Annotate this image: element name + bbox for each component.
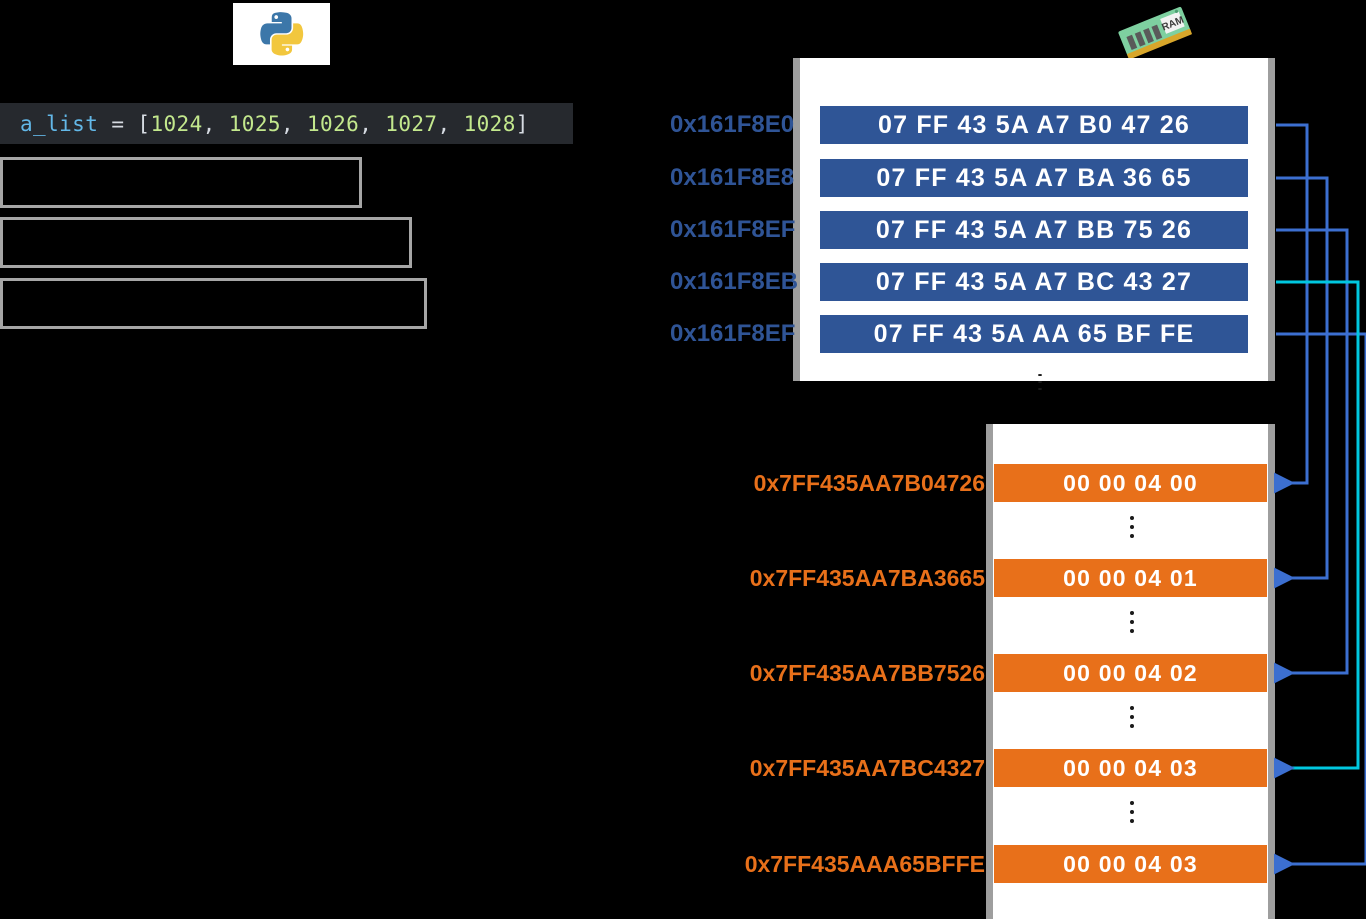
value-block-ellipsis-1 bbox=[1122, 611, 1142, 633]
pointer-address-0: 0x161F8E0 bbox=[670, 111, 795, 138]
connector-0 bbox=[1273, 123, 1309, 494]
value-block-ellipsis-3 bbox=[1122, 801, 1142, 823]
value-row-4: 00 00 04 03 bbox=[994, 845, 1267, 883]
pointer-row-4: 07 FF 43 5A AA 65 BF FE bbox=[820, 315, 1248, 353]
code-value-1: 1025 bbox=[228, 111, 281, 136]
value-address-4: 0x7FF435AAA65BFFE bbox=[744, 851, 985, 877]
memory-rail-right bbox=[1268, 58, 1275, 381]
code-variable: a_list bbox=[20, 111, 99, 136]
code-space-1 bbox=[98, 112, 111, 136]
value-address-0: 0x7FF435AA7B04726 bbox=[753, 470, 985, 496]
connector-4 bbox=[1273, 332, 1366, 875]
memory-rail-left bbox=[986, 424, 993, 919]
pointer-row-2: 07 FF 43 5A A7 BB 75 26 bbox=[820, 211, 1248, 249]
code-space-2 bbox=[124, 112, 137, 136]
code-value-3: 1027 bbox=[385, 111, 438, 136]
python-logo-icon bbox=[233, 3, 330, 65]
pointer-row-3: 07 FF 43 5A A7 BC 43 27 bbox=[820, 263, 1248, 301]
pointer-address-3: 0x161F8EB bbox=[670, 268, 799, 295]
code-sep-3: , bbox=[437, 111, 464, 136]
code-value-4: 1028 bbox=[463, 111, 516, 136]
memory-rail-left bbox=[793, 58, 800, 381]
value-block-ellipsis-0 bbox=[1122, 516, 1142, 538]
pointer-row-0: 07 FF 43 5A A7 B0 47 26 bbox=[820, 106, 1248, 144]
value-row-1: 00 00 04 01 bbox=[994, 559, 1267, 597]
value-block-ellipsis-2 bbox=[1122, 706, 1142, 728]
ram-module-icon: RAM bbox=[1113, 2, 1197, 64]
value-row-2: 00 00 04 02 bbox=[994, 654, 1267, 692]
value-address-3: 0x7FF435AA7BC4327 bbox=[749, 755, 985, 781]
value-row-0: 00 00 04 00 bbox=[994, 464, 1267, 502]
placeholder-box-2 bbox=[0, 217, 412, 268]
pointer-address-1: 0x161F8E8 bbox=[670, 164, 795, 191]
pointer-row-1: 07 FF 43 5A A7 BA 36 65 bbox=[820, 159, 1248, 197]
value-address-2: 0x7FF435AA7BB7526 bbox=[749, 660, 985, 686]
placeholder-box-1 bbox=[0, 157, 362, 208]
connector-2 bbox=[1273, 228, 1349, 684]
connector-3-highlighted bbox=[1273, 280, 1360, 779]
memory-rail-right bbox=[1268, 424, 1275, 919]
code-open-bracket: [ bbox=[137, 111, 151, 136]
code-value-0: 1024 bbox=[150, 111, 203, 136]
connector-1 bbox=[1273, 176, 1329, 589]
pointer-address-2: 0x161F8EF bbox=[670, 216, 796, 243]
placeholder-box-3 bbox=[0, 278, 427, 329]
pointer-block-ellipsis bbox=[1030, 374, 1050, 390]
code-sep-1: , bbox=[280, 111, 308, 136]
code-operator: = bbox=[111, 111, 125, 136]
value-address-1: 0x7FF435AA7BA3665 bbox=[749, 565, 985, 591]
code-sep-0: , bbox=[202, 111, 229, 136]
value-row-3: 00 00 04 03 bbox=[994, 749, 1267, 787]
code-value-2: 1026 bbox=[307, 111, 360, 136]
code-snippet: a_list = [1024, 1025, 1026, 1027, 1028] bbox=[0, 103, 573, 144]
code-close-bracket: ] bbox=[515, 111, 529, 136]
code-sep-2: , bbox=[359, 111, 386, 136]
pointer-address-4: 0x161F8EF bbox=[670, 320, 796, 347]
